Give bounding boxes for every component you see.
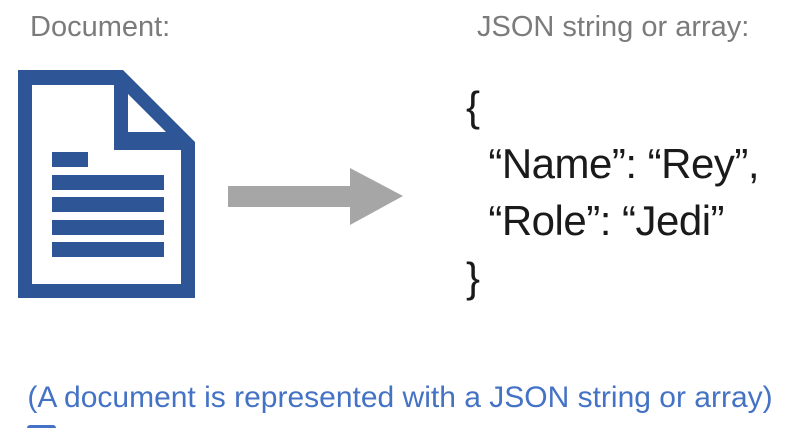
right-arrow-icon [228,168,403,225]
caption-text: (A document is represented with a JSON s… [27,381,773,414]
document-label: Document: [30,11,171,43]
json-string-or-array-label: JSON string or array: [477,11,750,43]
json-code-block: { “Name”: “Rey”, “Role”: “Jedi” } [466,83,760,301]
document-icon [18,70,195,298]
cropped-edge-fragment [27,425,56,428]
